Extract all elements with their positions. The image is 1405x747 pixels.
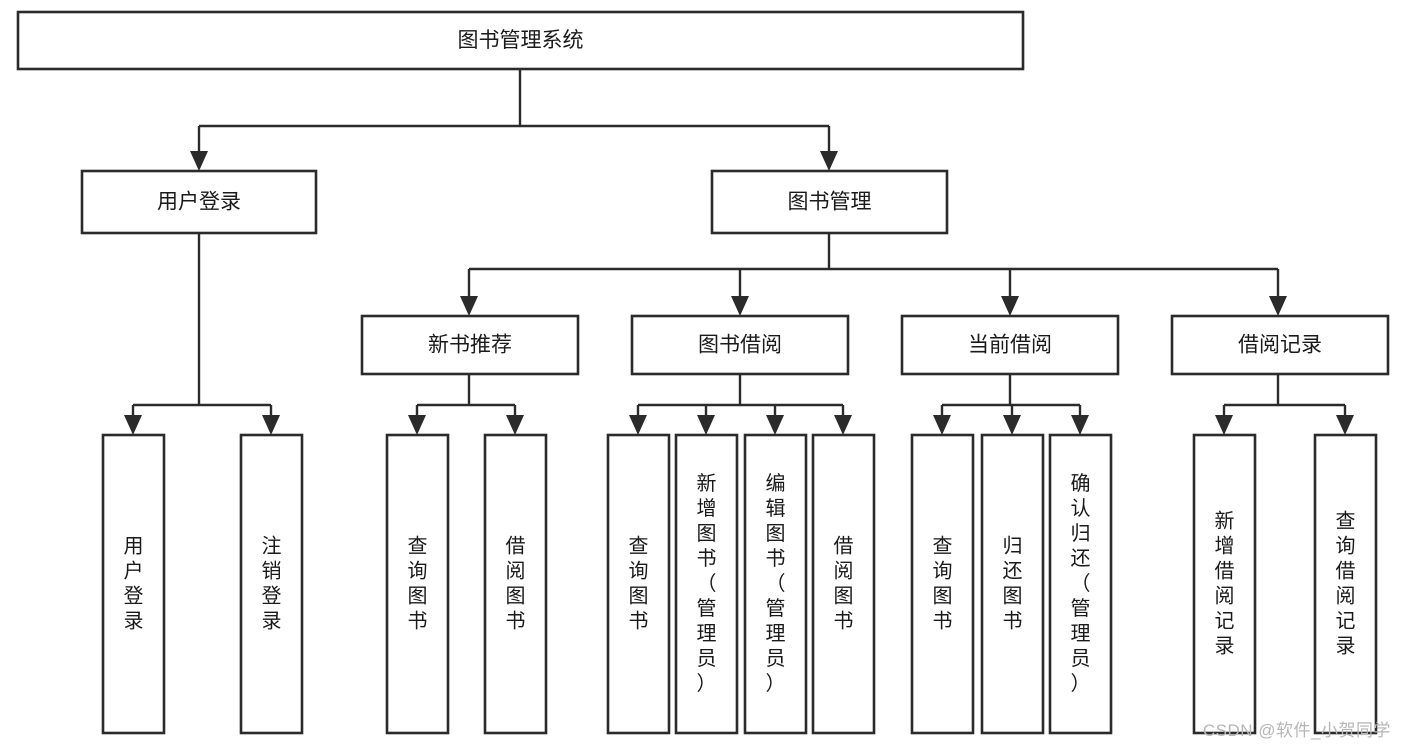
node-leaf-confirm-return[interactable]: 确认归还（管理员）	[1048, 433, 1113, 735]
arrow-head-icon	[1003, 415, 1021, 435]
arrow-head-icon	[1001, 296, 1019, 316]
arrow-head-icon	[629, 415, 647, 435]
arrow-head-icon	[124, 415, 142, 435]
edge-group-borrowrecord-to-leaves	[1215, 374, 1354, 435]
node-label-new-book-rec: 新书推荐	[428, 334, 512, 357]
node-leaf-query-record[interactable]: 查询借阅记录	[1313, 433, 1378, 735]
node-leaf-add-record[interactable]: 新增借阅记录	[1192, 433, 1257, 735]
edge-group-newbookrec-to-leaves	[408, 374, 524, 435]
arrow-head-icon	[506, 415, 524, 435]
node-leaf-query-book-1[interactable]: 查询图书	[385, 433, 450, 735]
node-book-borrow[interactable]: 图书借阅	[630, 314, 850, 376]
node-box-leaf-query-record[interactable]	[1313, 433, 1378, 735]
node-label-root: 图书管理系统	[458, 29, 584, 52]
node-box-leaf-user-login[interactable]	[101, 433, 166, 735]
node-borrow-record[interactable]: 借阅记录	[1170, 314, 1390, 376]
node-box-leaf-query-book-1[interactable]	[385, 433, 450, 735]
arrow-head-icon	[460, 296, 478, 316]
node-book-manage[interactable]: 图书管理	[710, 169, 949, 235]
node-leaf-user-logout[interactable]: 注销登录	[239, 433, 304, 735]
arrow-head-icon	[1215, 415, 1233, 435]
node-box-leaf-confirm-return[interactable]	[1048, 433, 1113, 735]
node-box-book-borrow[interactable]	[630, 314, 850, 376]
node-box-leaf-return-book[interactable]	[980, 433, 1045, 735]
node-leaf-query-book-2[interactable]: 查询图书	[606, 433, 671, 735]
node-label-leaf-edit-book: 编辑图书（管理员）	[766, 472, 786, 695]
node-root[interactable]: 图书管理系统	[16, 10, 1025, 71]
arrow-head-icon	[766, 415, 784, 435]
node-label-leaf-borrow-book-1: 借阅图书	[506, 535, 526, 633]
edge-group-bookborrow-to-leaves	[629, 374, 852, 435]
node-leaf-add-book[interactable]: 新增图书（管理员）	[674, 433, 739, 735]
node-user-login[interactable]: 用户登录	[80, 169, 318, 235]
arrow-head-icon	[933, 415, 951, 435]
node-label-leaf-query-book-1: 查询图书	[408, 535, 428, 633]
edge-group-root-to-level1	[190, 69, 838, 171]
node-box-leaf-user-logout[interactable]	[239, 433, 304, 735]
node-label-book-manage: 图书管理	[788, 191, 872, 214]
node-label-leaf-query-book-2: 查询图书	[629, 535, 649, 633]
node-label-leaf-borrow-book-2: 借阅图书	[834, 535, 854, 633]
node-label-leaf-query-book-3: 查询图书	[933, 535, 953, 633]
node-label-leaf-return-book: 归还图书	[1003, 535, 1023, 633]
edge-group-currentborrow-to-leaves	[933, 374, 1089, 435]
arrow-head-icon	[697, 415, 715, 435]
arrow-head-icon	[820, 151, 838, 171]
arrow-head-icon	[408, 415, 426, 435]
node-leaf-edit-book[interactable]: 编辑图书（管理员）	[743, 433, 808, 735]
edge-group-bookmanage-to-level2	[460, 233, 1287, 316]
node-label-leaf-user-login: 用户登录	[124, 536, 144, 633]
arrow-head-icon	[1336, 415, 1354, 435]
node-box-leaf-query-book-2[interactable]	[606, 433, 671, 735]
node-label-leaf-add-book: 新增图书（管理员）	[697, 472, 717, 695]
node-leaf-borrow-book-1[interactable]: 借阅图书	[483, 433, 548, 735]
node-box-root[interactable]	[16, 10, 1025, 71]
node-box-leaf-borrow-book-2[interactable]	[811, 433, 876, 735]
node-box-user-login[interactable]	[80, 169, 318, 235]
node-box-leaf-add-book[interactable]	[674, 433, 739, 735]
node-box-leaf-query-book-3[interactable]	[910, 433, 975, 735]
node-label-leaf-confirm-return: 确认归还（管理员）	[1071, 472, 1091, 695]
node-box-new-book-rec[interactable]	[360, 314, 580, 376]
arrow-head-icon	[731, 296, 749, 316]
node-leaf-borrow-book-2[interactable]: 借阅图书	[811, 433, 876, 735]
node-leaf-user-login[interactable]: 用户登录	[101, 433, 166, 735]
node-box-current-borrow[interactable]	[900, 314, 1120, 376]
node-box-borrow-record[interactable]	[1170, 314, 1390, 376]
node-label-borrow-record: 借阅记录	[1238, 334, 1322, 357]
node-label-current-borrow: 当前借阅	[968, 334, 1052, 357]
node-label-book-borrow: 图书借阅	[698, 334, 782, 357]
arrow-head-icon	[834, 415, 852, 435]
node-new-book-rec[interactable]: 新书推荐	[360, 314, 580, 376]
node-box-leaf-borrow-book-1[interactable]	[483, 433, 548, 735]
node-box-leaf-add-record[interactable]	[1192, 433, 1257, 735]
edge-group-userlogin-to-leaves	[124, 233, 280, 435]
node-box-book-manage[interactable]	[710, 169, 949, 235]
connector-layer	[124, 69, 1354, 435]
arrow-head-icon	[262, 415, 280, 435]
node-label-leaf-query-record: 查询借阅记录	[1336, 510, 1356, 658]
csdn-watermark: CSDN @软件_小贺同学	[1202, 721, 1391, 740]
node-current-borrow[interactable]: 当前借阅	[900, 314, 1120, 376]
node-leaf-return-book[interactable]: 归还图书	[980, 433, 1045, 735]
node-label-leaf-user-logout: 注销登录	[262, 535, 282, 633]
node-label-user-login: 用户登录	[157, 191, 241, 214]
node-layer: 图书管理系统用户登录图书管理新书推荐图书借阅当前借阅借阅记录用户登录注销登录查询…	[16, 10, 1390, 735]
node-label-leaf-add-record: 新增借阅记录	[1215, 510, 1235, 658]
arrow-head-icon	[1071, 415, 1089, 435]
arrow-head-icon	[190, 151, 208, 171]
node-leaf-query-book-3[interactable]: 查询图书	[910, 433, 975, 735]
arrow-head-icon	[1269, 296, 1287, 316]
node-box-leaf-edit-book[interactable]	[743, 433, 808, 735]
